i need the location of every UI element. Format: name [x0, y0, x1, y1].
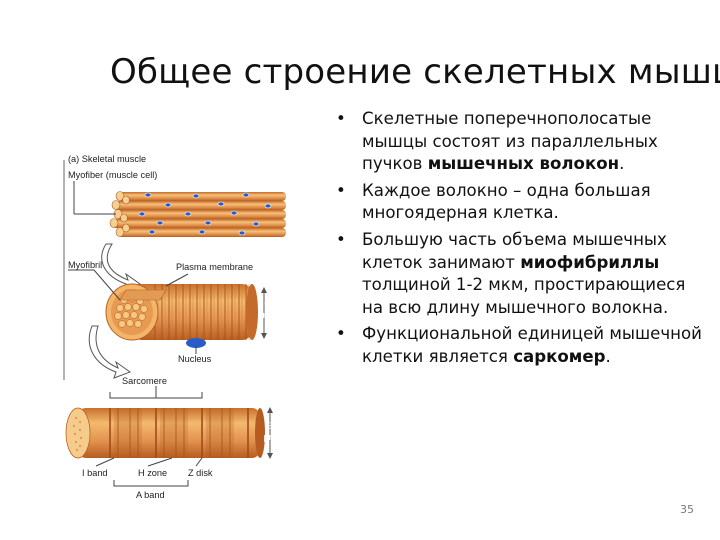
bullet-marker: • [336, 109, 346, 128]
bullet-item: • Каждое волокно – одна большая многоядер… [330, 180, 702, 225]
bullet-marker: • [336, 229, 346, 249]
bullet-text: Большую часть объема мышечных клеток зан… [362, 229, 667, 272]
muscle-diagram [63, 160, 286, 487]
scale-50-unit: μm [257, 310, 271, 320]
i-band-pointer [95, 457, 115, 467]
label-skeletal-muscle: (a) Skeletal muscle [68, 154, 147, 164]
bullet-text: толщиной 1-2 мкм, простирающиеся на всю … [362, 275, 686, 317]
bullet-emphasis: саркомер [513, 346, 606, 366]
bullet-emphasis: мышечных волокон [427, 154, 620, 174]
scale-50-value: 50 [258, 299, 270, 309]
fiber-cross-section [105, 283, 258, 348]
bullet-text: Каждое волокно – одна большая многоядерн… [362, 180, 651, 223]
muscle-structure-figure: (a) Skeletal muscle Myofiber (muscle cel… [56, 140, 286, 510]
bullet-marker: • [336, 324, 346, 344]
a-band-bracket [113, 480, 189, 487]
plasma-membrane-pointer [165, 273, 189, 287]
bullet-list: • Скелетные поперечнополосатые мышцы сост… [330, 108, 702, 373]
bullet-text: . [605, 346, 611, 366]
label-a-band: A band [136, 490, 165, 500]
label-sarcomere: Sarcomere [122, 376, 167, 386]
bullet-text: . [619, 154, 625, 174]
label-myofiber: Myofiber (muscle cell) [68, 170, 158, 180]
myofilament-dots [72, 416, 83, 452]
fiber-strands [112, 192, 286, 237]
nucleus-shape [186, 338, 206, 348]
bullet-text: Скелетные поперечнополосатые мышцы состо… [362, 109, 658, 174]
z-disk-pointer [195, 457, 203, 467]
myofibril-cylinder [65, 407, 265, 459]
bullet-item: • Функциональной единицей мышечной клетки… [330, 323, 702, 368]
bullet-text: Функциональной единицей мышечной клетки … [362, 324, 702, 366]
scale-3-unit: μm [263, 432, 277, 442]
curved-arrow-2 [88, 325, 132, 379]
fiber-ends [109, 191, 130, 237]
myofibril-ends [114, 294, 148, 328]
page-number: 35 [680, 503, 694, 516]
bullet-item: • Большую часть объема мышечных клеток за… [330, 229, 702, 319]
label-nucleus: Nucleus [178, 354, 212, 364]
bullet-marker: • [336, 180, 346, 200]
bullet-item: • Скелетные поперечнополосатые мышцы сост… [330, 108, 702, 176]
h-zone-pointer [147, 457, 173, 467]
label-i-band: I band [82, 468, 108, 478]
scale-3-value: 3 [267, 421, 273, 431]
label-h-zone: H zone [138, 468, 168, 478]
curved-arrow-1 [101, 243, 142, 291]
band-pattern [109, 408, 249, 458]
fiber-bundle [109, 191, 286, 237]
label-myofibril: Myofibril [68, 260, 103, 270]
label-plasma-membrane: Plasma membrane [176, 262, 254, 272]
label-z-disk: Z disk [188, 468, 213, 478]
slide-title: Общее строение скелетных мышц [110, 52, 720, 92]
nuclei-dots [138, 192, 272, 236]
bullet-emphasis: миофибриллы [520, 252, 660, 272]
